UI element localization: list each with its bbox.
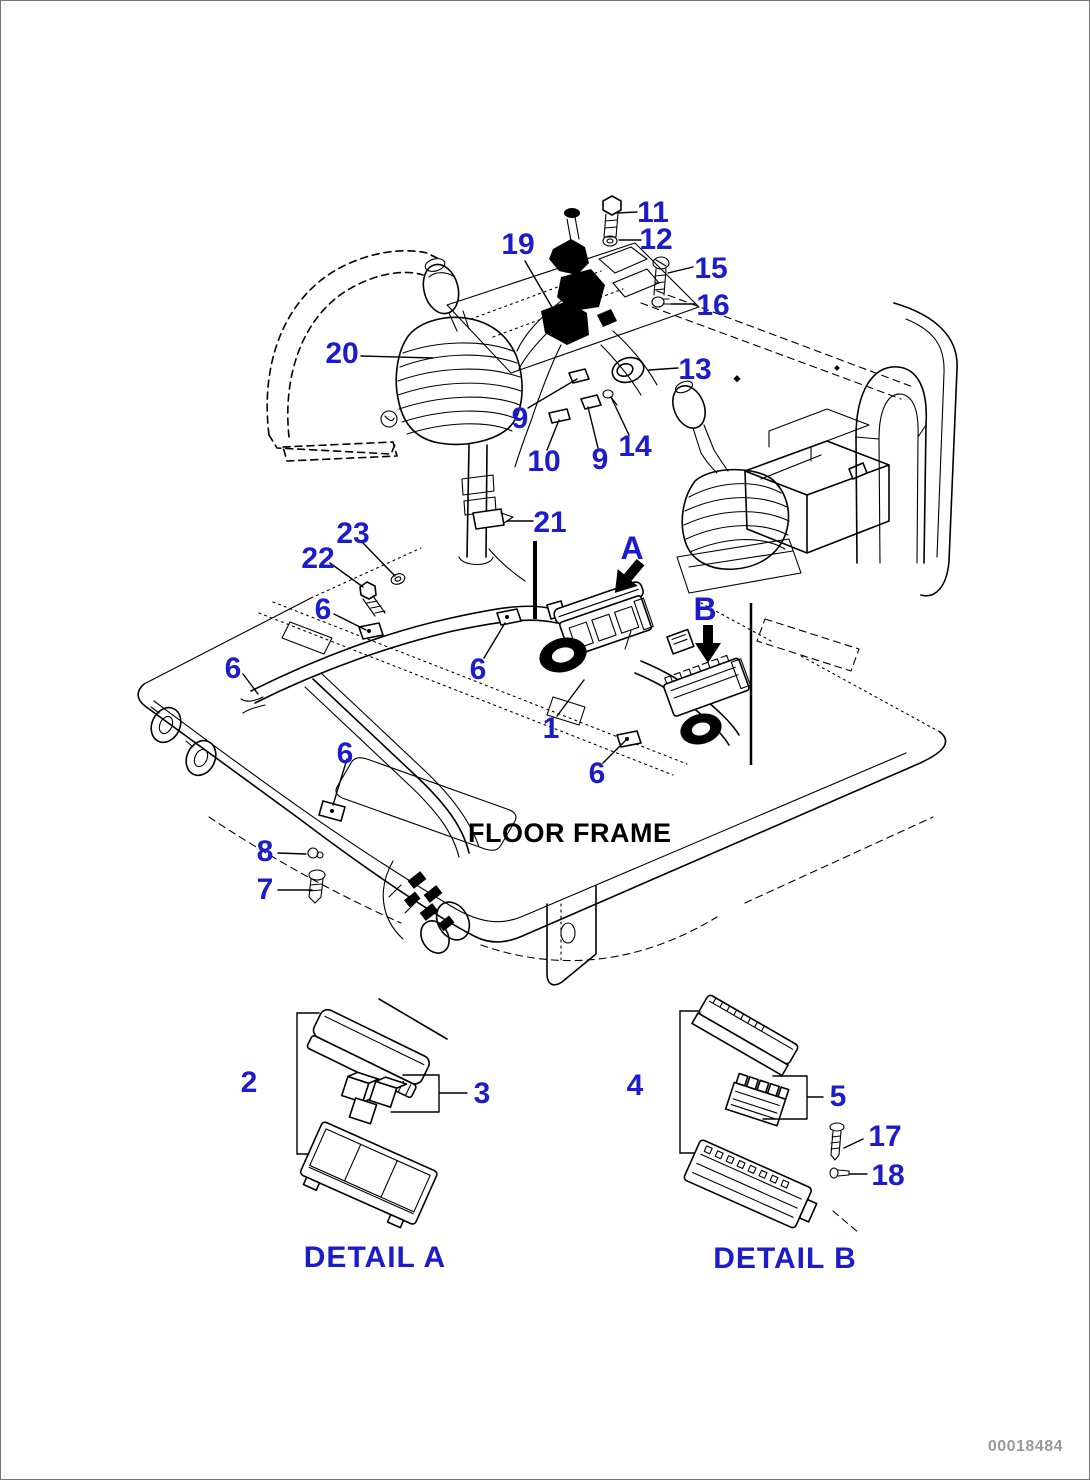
callout-11: 11 bbox=[637, 196, 669, 229]
drawing-number: 00018484 bbox=[988, 1438, 1063, 1455]
view-b-label: B bbox=[693, 591, 716, 627]
view-b-arrow bbox=[695, 625, 721, 663]
left-joystick bbox=[395, 258, 523, 446]
callout-15: 15 bbox=[694, 252, 727, 285]
detail-b-box bbox=[683, 1139, 818, 1229]
connector-b-assembly bbox=[663, 628, 751, 745]
view-a-arrow bbox=[614, 558, 645, 593]
callout-1: 1 bbox=[543, 712, 560, 745]
floor-frame-label: FLOOR FRAME bbox=[468, 818, 671, 848]
clamp-21 bbox=[472, 508, 505, 530]
detail-b-screw-17 bbox=[829, 1122, 845, 1161]
callout-5: 5 bbox=[830, 1080, 847, 1113]
callout-17: 17 bbox=[868, 1120, 901, 1153]
callout-18: 18 bbox=[871, 1159, 904, 1192]
callout-labels: 19 11 12 15 16 20 13 9 10 9 14 21 23 22 … bbox=[225, 196, 730, 906]
detail-b-title: DETAIL B bbox=[713, 1242, 857, 1275]
callout-14: 14 bbox=[618, 430, 652, 463]
callout-6-5: 6 bbox=[589, 757, 606, 790]
callout-leaders bbox=[242, 211, 696, 891]
detail-a-box bbox=[299, 1121, 438, 1229]
detail-b-view: 4 5 17 18 DETAIL B bbox=[627, 994, 905, 1275]
joystick-column bbox=[458, 444, 526, 582]
wiring-harness bbox=[240, 600, 740, 954]
callout-3: 3 bbox=[474, 1077, 491, 1110]
callout-2: 2 bbox=[241, 1066, 258, 1099]
floor-frame bbox=[137, 547, 947, 1040]
caster-brackets bbox=[150, 706, 217, 777]
callout-8: 8 bbox=[257, 835, 274, 868]
right-joystick bbox=[672, 380, 802, 594]
callout-6-4: 6 bbox=[337, 737, 354, 770]
harness-end-connectors bbox=[382, 860, 471, 954]
callout-6-1: 6 bbox=[315, 593, 332, 626]
safety-bar bbox=[266, 250, 438, 462]
circle-mark bbox=[380, 410, 398, 428]
callout-10: 10 bbox=[527, 445, 560, 478]
callout-16: 16 bbox=[696, 289, 729, 322]
detail-b-cover bbox=[691, 994, 799, 1077]
callout-12: 12 bbox=[639, 223, 672, 256]
callout-7: 7 bbox=[257, 873, 274, 906]
callout-9-1: 9 bbox=[512, 402, 529, 435]
view-a-label: A bbox=[620, 530, 643, 566]
callout-9-2: 9 bbox=[592, 443, 609, 476]
detail-a-connectors bbox=[340, 1071, 408, 1125]
detail-a-view: 2 3 DETAIL A bbox=[241, 1008, 491, 1274]
frame-diagonals bbox=[640, 290, 914, 400]
machine-drawing bbox=[137, 195, 958, 1040]
view-markers bbox=[533, 541, 753, 765]
fastener-parts bbox=[602, 195, 674, 384]
callout-19: 19 bbox=[501, 228, 534, 261]
callout-20: 20 bbox=[325, 337, 358, 370]
detail-b-bolt-18 bbox=[829, 1167, 850, 1179]
callout-22: 22 bbox=[301, 542, 334, 575]
detail-a-title: DETAIL A bbox=[304, 1241, 446, 1274]
callout-6-2: 6 bbox=[225, 652, 242, 685]
right-console bbox=[744, 302, 958, 597]
small-fasteners bbox=[307, 573, 406, 904]
callout-23: 23 bbox=[336, 517, 369, 550]
callout-21: 21 bbox=[533, 506, 566, 539]
callout-4: 4 bbox=[627, 1069, 644, 1102]
connector-a-assembly bbox=[539, 581, 654, 673]
valve-cluster bbox=[514, 208, 660, 468]
callout-13: 13 bbox=[678, 353, 711, 386]
detail-b-relay-block bbox=[724, 1072, 790, 1127]
callout-6-3: 6 bbox=[470, 653, 487, 686]
